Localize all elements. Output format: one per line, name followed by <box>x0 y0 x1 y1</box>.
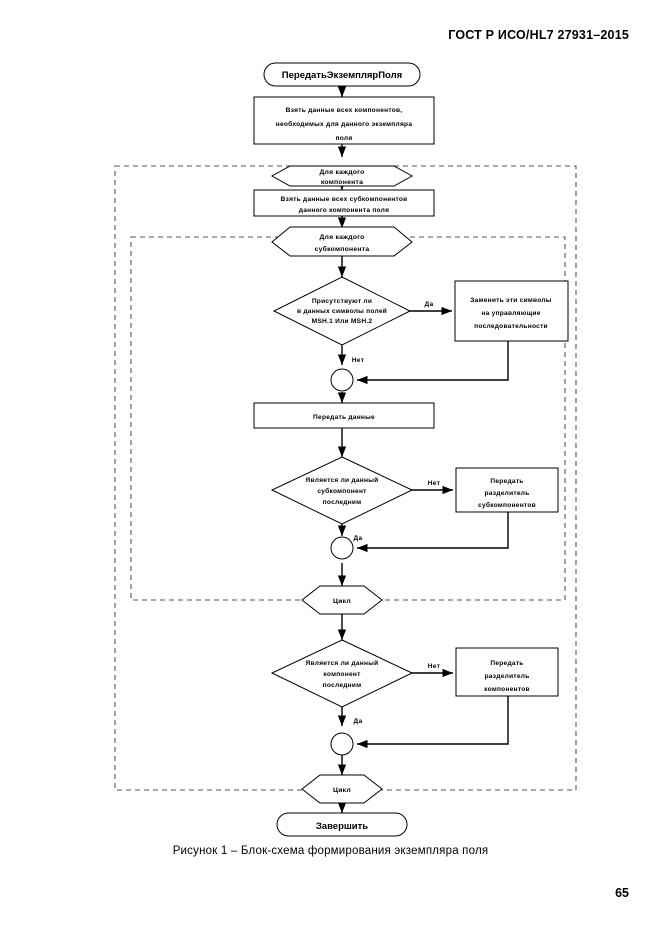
loop-begin-subcomponent-line2: субкомпонента <box>315 245 370 253</box>
loop-begin-subcomponent[interactable] <box>271 226 413 257</box>
process-take-components-line3: поля <box>336 135 353 142</box>
connector-merge-circle-1[interactable] <box>330 368 354 392</box>
decision-last-component-line3: последним <box>323 682 362 689</box>
process-send-data[interactable] <box>253 402 435 429</box>
decision-last-component[interactable] <box>270 639 414 708</box>
decision-last-subcomponent[interactable] <box>270 456 414 525</box>
process-send-data-label: Передать данные <box>313 414 375 421</box>
loop-begin-component[interactable] <box>270 165 414 187</box>
connector-separator-subcomponent-to-merge2 <box>356 512 509 553</box>
decision-msh-symbols[interactable] <box>272 276 412 346</box>
edge-label-msh-yes: Да <box>425 301 434 308</box>
edge-label-last-subcomponent-no: Нет <box>428 480 441 487</box>
decision-msh-symbols-line2: в данных символы полей <box>297 307 387 315</box>
loop-begin-component-line2: компонента <box>321 179 363 186</box>
figure-caption: Рисунок 1 – Блок-схема формирования экзе… <box>172 845 489 857</box>
decision-last-subcomponent-line1: Является ли данный <box>306 476 379 484</box>
terminator-start-label: ПередатьЭкземплярПоля <box>282 70 402 81</box>
edge-label-last-subcomponent-yes: Да <box>354 535 363 542</box>
process-send-subcomponent-separator-line1: Передать <box>490 478 523 485</box>
terminator-end[interactable] <box>276 812 408 837</box>
process-take-subcomponents-line2: данного компонента поля <box>299 207 389 214</box>
decision-last-component-line1: Является ли данный <box>306 659 379 667</box>
process-replace-escape-sequences-line1: Заменить эти символы <box>470 297 552 304</box>
process-take-subcomponents[interactable] <box>253 189 435 217</box>
document-header-standard-number: ГОСТ Р ИСО/HL7 27931–2015 <box>448 28 629 42</box>
connector-merge-circle-3[interactable] <box>330 732 354 756</box>
loop-end-subcomponent[interactable] <box>301 585 383 615</box>
loop-end-component-label: Цикл <box>333 787 351 794</box>
process-send-component-separator[interactable] <box>455 647 559 697</box>
process-replace-escape-sequences-line2: на управляющие <box>481 310 540 317</box>
edge-label-msh-no: Нет <box>352 357 365 364</box>
connector-separator-component-to-merge3 <box>356 696 509 749</box>
loop-end-subcomponent-label: Цикл <box>333 598 351 605</box>
loop-begin-subcomponent-line1: Для каждого <box>319 234 364 241</box>
loop-end-component[interactable] <box>301 774 383 804</box>
decision-last-component-line2: компонент <box>323 671 361 678</box>
process-send-component-separator-line3: компонентов <box>484 686 530 693</box>
terminator-start[interactable] <box>263 62 421 87</box>
process-send-component-separator-line1: Передать <box>490 660 523 667</box>
loop-begin-component-line1: Для каждого <box>319 169 364 176</box>
terminator-end-label: Завершить <box>316 821 368 832</box>
process-take-components-line1: Взять данные всех компонентов, <box>286 107 403 114</box>
process-send-subcomponent-separator-line3: субкомпонентов <box>478 501 536 509</box>
connector-merge-circle-2[interactable] <box>330 536 354 560</box>
process-replace-escape-sequences-line3: последовательности <box>474 323 548 330</box>
decision-msh-symbols-line1: Присутствуют ли <box>312 298 372 305</box>
connector-replace-to-merge1 <box>356 341 509 385</box>
decision-last-subcomponent-line2: субкомпонент <box>317 487 367 495</box>
page-number: 65 <box>615 886 629 900</box>
process-take-subcomponents-line1: Взять данные всех субкомпонентов <box>281 195 408 203</box>
process-take-components[interactable] <box>253 96 435 145</box>
process-take-components-line2: необходимых для данного экземпляра <box>276 120 413 128</box>
process-replace-escape-sequences[interactable] <box>454 280 569 342</box>
process-send-subcomponent-separator[interactable] <box>455 467 559 513</box>
process-send-component-separator-line2: разделитель <box>484 673 529 680</box>
decision-msh-symbols-line3: MSH.1 Или MSH.2 <box>312 318 373 325</box>
decision-last-subcomponent-line3: последним <box>323 499 362 506</box>
process-send-subcomponent-separator-line2: разделитель <box>484 490 529 497</box>
edge-label-last-component-yes: Да <box>354 718 363 725</box>
edge-label-last-component-no: Нет <box>428 663 441 670</box>
